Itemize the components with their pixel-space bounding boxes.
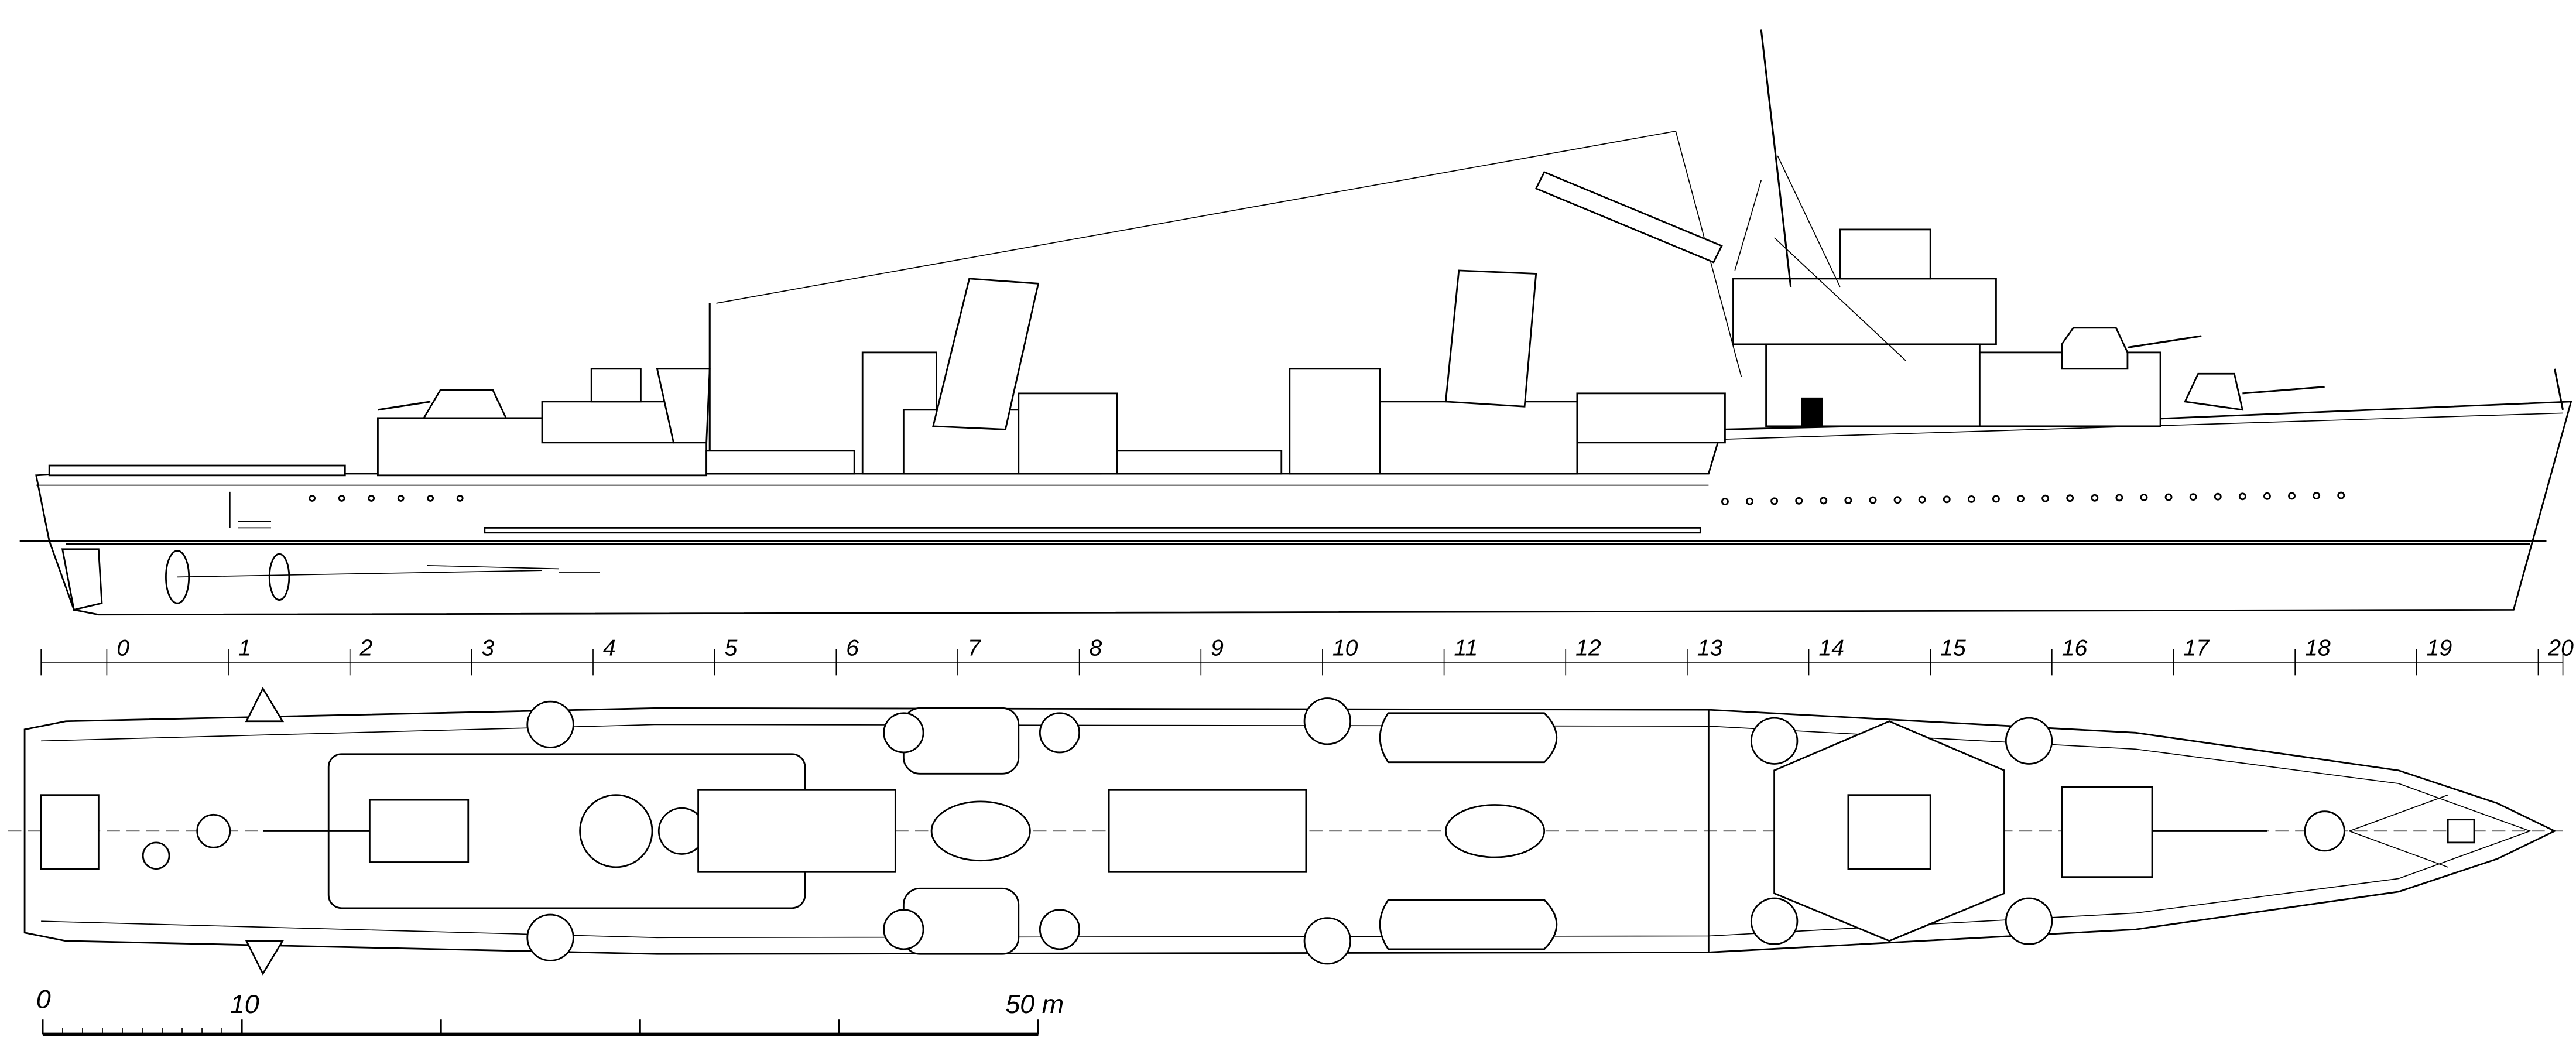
porthole <box>309 495 316 502</box>
propeller-icon <box>165 550 600 604</box>
porthole <box>2189 493 2197 501</box>
porthole <box>1820 497 1828 505</box>
foremast <box>1760 29 1792 288</box>
forward-guns <box>2061 327 2564 411</box>
porthole <box>1795 497 1803 505</box>
porthole <box>2263 492 2271 500</box>
porthole <box>2017 495 2025 503</box>
portholes <box>309 491 2345 506</box>
porthole <box>1746 497 1753 505</box>
porthole <box>368 495 375 502</box>
porthole <box>1844 497 1852 504</box>
scale-bar: 0 10 50 m <box>36 984 1064 1036</box>
station-label: 0 <box>117 635 129 661</box>
station-label: 16 <box>2062 635 2088 661</box>
funnel-aft-plan <box>930 800 1031 862</box>
porthole <box>1918 495 1926 504</box>
station-label: 18 <box>2305 635 2331 661</box>
funnel-aft <box>932 278 1040 430</box>
midship-deckhouses <box>705 171 1726 475</box>
station-label: 6 <box>846 635 859 661</box>
porthole <box>2238 492 2246 501</box>
porthole <box>2288 492 2296 500</box>
porthole <box>1770 497 1779 505</box>
funnel-forward <box>1444 269 1537 408</box>
rudder <box>61 548 103 611</box>
station-label: 11 <box>1454 635 1478 661</box>
porthole <box>2337 491 2345 499</box>
porthole <box>397 495 405 502</box>
porthole <box>2041 494 2050 502</box>
station-label: 2 <box>359 635 373 661</box>
porthole <box>1967 495 1975 503</box>
stern-gun-platform <box>48 130 1742 529</box>
porthole <box>2115 494 2123 502</box>
station-label: 19 <box>2427 635 2452 661</box>
porthole <box>2164 493 2173 501</box>
porthole <box>1721 498 1729 506</box>
station-label: 20 <box>2547 635 2574 661</box>
porthole <box>456 495 464 502</box>
station-label: 12 <box>1575 635 1601 661</box>
porthole <box>2140 494 2148 501</box>
station-label: 7 <box>968 635 982 661</box>
station-label: 13 <box>1697 635 1723 661</box>
porthole <box>1992 495 2000 503</box>
profile-view <box>19 29 2572 616</box>
station-label: 9 <box>1211 635 1224 661</box>
station-label: 4 <box>603 635 616 661</box>
porthole <box>1869 496 1877 504</box>
station-label: 14 <box>1818 635 1844 661</box>
porthole <box>2214 492 2222 501</box>
torpedo-tubes-forward <box>1108 789 1307 873</box>
plan-view <box>8 686 2563 976</box>
porthole <box>2091 494 2099 502</box>
funnel-forward-plan <box>1444 804 1546 858</box>
porthole <box>1943 495 1951 504</box>
porthole <box>1893 496 1902 504</box>
porthole <box>2313 492 2321 499</box>
porthole <box>2066 494 2074 502</box>
station-label: 10 <box>1332 635 1358 661</box>
scale-label-start: 0 <box>36 984 51 1014</box>
station-label: 1 <box>238 635 251 661</box>
station-label: 8 <box>1089 635 1102 661</box>
station-label: 3 <box>481 635 494 661</box>
scale-label-mid: 10 <box>230 989 259 1019</box>
porthole <box>338 495 345 502</box>
scale-label-end: 50 m <box>1005 989 1064 1019</box>
station-label: 15 <box>1940 635 1966 661</box>
porthole <box>427 495 434 502</box>
station-label: 5 <box>725 635 738 661</box>
belt-stripe <box>484 527 1701 534</box>
torpedo-tubes-aft <box>697 789 896 873</box>
station-label: 17 <box>2183 635 2210 661</box>
